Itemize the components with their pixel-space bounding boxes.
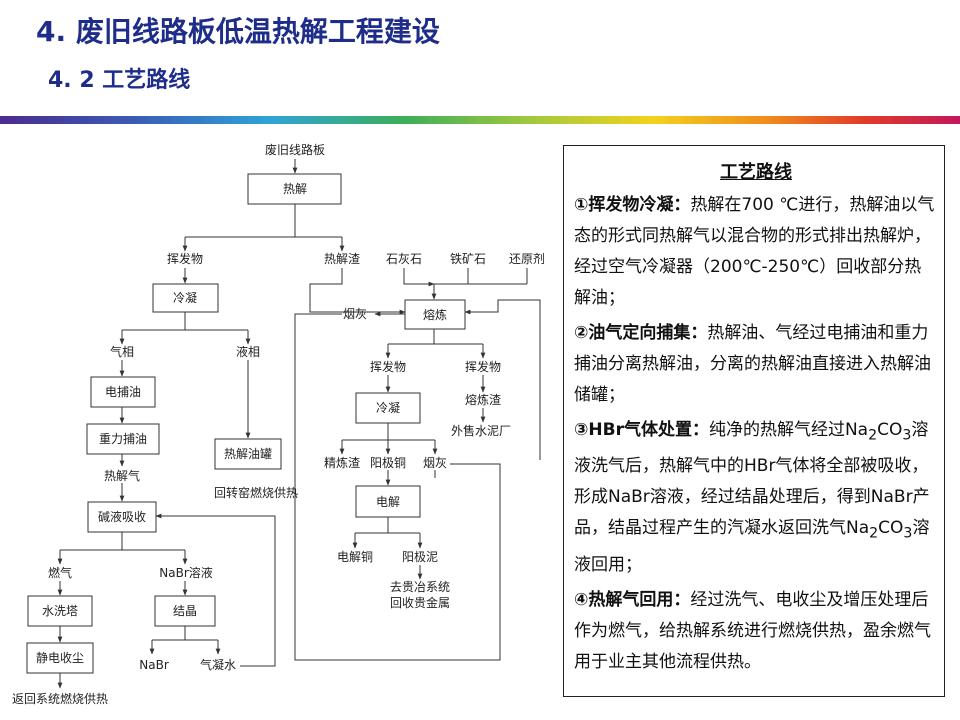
label-electrolysis: 电解: [376, 495, 400, 509]
panel-item-4-body: 经过洗气、电收尘及增压处理后作为燃气，给热解系统进行燃烧供热，盈余燃气用于业主其…: [574, 589, 931, 672]
label-liquid-phase: 液相: [236, 344, 260, 359]
label-soot-2: 烟灰: [423, 456, 447, 470]
label-iron-ore: 铁矿石: [450, 252, 486, 266]
panel-item-1-body: 热解在700 ℃进行，热解油以气态的形式同热解气以混合物的形式排出热解炉，经过空…: [574, 195, 935, 308]
panel-item-3-body-c: 溶液回用；: [574, 518, 930, 575]
box-condense-2: [355, 392, 421, 424]
panel-item-1: ①挥发物冷凝：热解在700 ℃进行，热解油以气态的形式同热解气以混合物的形式排出…: [574, 190, 938, 314]
label-return-note: 返回系统燃烧供热: [12, 691, 108, 706]
box-alkali-absorb: [87, 501, 157, 533]
label-slag: 熔炼渣: [465, 392, 501, 407]
label-limestone: 石灰石: [386, 252, 422, 266]
box-condense: [152, 283, 219, 313]
label-esp-oil: 电捕油: [105, 384, 141, 399]
panel-item-3: ③HBr气体处置：纯净的热解气经过Na2CO3溶液洗气后，热解气中的HBr气体将…: [574, 415, 938, 581]
section-subtitle: 4. 2 工艺路线: [48, 68, 191, 93]
label-reductant: 还原剂: [509, 251, 545, 266]
label-gas-phase: 气相: [110, 344, 134, 359]
label-smelting: 熔炼: [423, 307, 447, 322]
process-flowchart: 废旧线路板 热解 挥发物 冷凝 气相 液相 电捕油 重力捕油 热解油罐 回转窑燃…: [12, 142, 545, 706]
label-volatiles-2: 挥发物: [370, 359, 406, 374]
label-gravity-oil: 重力捕油: [99, 431, 147, 446]
label-condense-2: 冷凝: [376, 400, 400, 415]
label-cement: 外售水泥厂: [451, 423, 511, 438]
panel-item-3-body-b: 溶液洗气后，热解气中的HBr气体将全部被吸收，形成NaBr溶液，经过结晶处理后，…: [574, 420, 930, 539]
rainbow-divider: [0, 116, 960, 124]
box-pyrolysis: [247, 173, 342, 205]
box-oil-tank: [214, 438, 282, 470]
label-nabr-solution: NaBr溶液: [159, 565, 213, 580]
panel-item-3-co-b: CO: [878, 518, 904, 539]
label-input: 废旧线路板: [265, 142, 325, 157]
label-oil-tank: 热解油罐: [224, 447, 272, 461]
panel-item-2-body: 热解油、气经过电捕油和重力捕油分离热解油，分离的热解油直接进入热解油储罐；: [574, 323, 931, 405]
label-precious-line-2: 回收贵金属: [390, 595, 450, 610]
panel-item-3-body-a: 纯净的热解气经过Na: [708, 420, 869, 440]
label-fuel-gas: 燃气: [48, 565, 72, 580]
box-water-scrubber: [27, 595, 93, 627]
label-condensate: 气凝水: [200, 657, 236, 672]
box-crystallize: [154, 595, 216, 627]
label-soot: 烟灰: [343, 307, 367, 321]
panel-item-3-sub-3b: 3: [903, 525, 913, 542]
label-cathode-copper: 电解铜: [337, 549, 373, 564]
label-volatiles: 挥发物: [167, 251, 203, 266]
label-refined-slag: 精炼渣: [324, 455, 360, 470]
label-nabr: NaBr: [139, 658, 169, 672]
label-anode-copper: 阳极铜: [370, 455, 406, 470]
process-route-panel: 工艺路线 ①挥发物冷凝：热解在700 ℃进行，热解油以气态的形式同热解气以混合物…: [563, 145, 945, 697]
panel-item-3-sub-2b: 2: [869, 525, 879, 542]
label-alkali-absorb: 碱液吸收: [98, 509, 146, 524]
label-oil-tank-note: 回转窑燃烧供热: [214, 485, 298, 500]
panel-title: 工艺路线: [720, 162, 792, 183]
label-residue: 热解渣: [324, 252, 360, 266]
box-esp-dust: [26, 642, 94, 674]
panel-item-3-co-a: CO: [877, 420, 903, 440]
panel-item-2: ②油气定向捕集：热解油、气经过电捕油和重力捕油分离热解油，分离的热解油直接进入热…: [574, 318, 938, 411]
box-electrolysis: [355, 485, 421, 518]
page-title: 4. 废旧线路板低温热解工程建设: [36, 15, 440, 48]
label-esp-dust: 静电收尘: [36, 651, 84, 665]
box-smelting: [404, 299, 466, 330]
label-crystallize: 结晶: [173, 604, 197, 618]
panel-item-3-sub-3a: 3: [902, 427, 912, 444]
label-water-scrubber: 水洗塔: [42, 604, 78, 618]
panel-item-1-head: ①挥发物冷凝：: [574, 195, 691, 215]
label-volatiles-3: 挥发物: [465, 359, 501, 374]
box-gravity-oil: [86, 423, 160, 455]
panel-item-3-sub-2a: 2: [868, 427, 878, 444]
label-pyro-gas: 热解气: [104, 468, 140, 483]
label-anode-mud: 阳极泥: [402, 550, 438, 564]
label-condense: 冷凝: [173, 290, 197, 305]
panel-item-4: ④热解气回用：经过洗气、电收尘及增压处理后作为燃气，给热解系统进行燃烧供热，盈余…: [574, 585, 938, 678]
panel-item-4-head: ④热解气回用：: [574, 589, 691, 610]
panel-item-2-head: ②油气定向捕集：: [574, 323, 708, 343]
label-precious-line-1: 去贵冶系统: [390, 580, 450, 594]
panel-item-3-head: ③HBr气体处置：: [574, 420, 709, 440]
label-pyrolysis: 热解: [283, 182, 307, 196]
box-esp-oil: [90, 376, 156, 408]
